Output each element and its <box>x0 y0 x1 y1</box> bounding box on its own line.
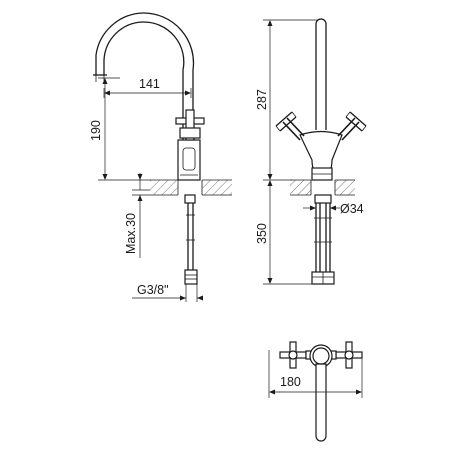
side-view: 141 190 Max.30 G3/8" <box>89 12 232 302</box>
side-spout <box>103 21 185 165</box>
front-handle-left <box>275 111 305 141</box>
dim-hose-length: 350 <box>255 223 269 244</box>
front-handle-right <box>337 111 367 141</box>
dim-shank-diameter: Ø34 <box>340 202 364 216</box>
side-body <box>177 139 201 181</box>
dim-spout-height: 190 <box>89 120 103 141</box>
top-spout <box>315 363 327 442</box>
dim-total-height: 287 <box>255 89 269 110</box>
dim-spout-reach: 141 <box>139 77 160 91</box>
dim-max-counter-thickness: Max.30 <box>124 213 138 254</box>
side-connector <box>184 269 198 285</box>
front-view: 287 350 Ø34 <box>255 18 367 285</box>
dim-connection-thread: G3/8" <box>137 283 169 297</box>
dim-handle-span: 180 <box>280 375 301 389</box>
top-handle-right <box>335 341 363 369</box>
front-spout <box>315 18 327 130</box>
top-handle-left <box>279 341 307 369</box>
top-view: 180 <box>268 341 363 442</box>
